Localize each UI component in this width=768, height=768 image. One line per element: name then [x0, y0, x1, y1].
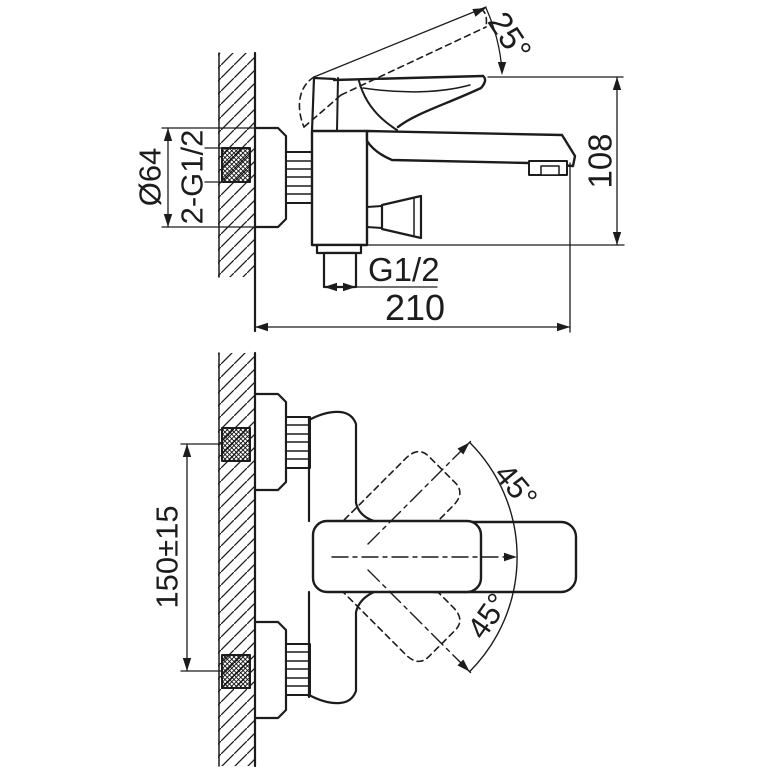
escutcheon-lower [253, 620, 288, 720]
dim-length: 210 [254, 162, 571, 333]
lever-handle-side [310, 74, 487, 133]
eccentric-connector-upper [285, 416, 311, 469]
wall-section-plan [218, 351, 257, 768]
swing-upper-label: 45° [488, 457, 545, 515]
length-label: 210 [385, 287, 445, 328]
lever-handle-raised-dashed [298, 8, 488, 128]
outlet-thread-label: G1/2 [368, 251, 440, 288]
plan-view: 45° 45° 150±15 [150, 351, 578, 768]
wall-section-side [218, 51, 257, 333]
height-label: 108 [582, 133, 619, 188]
eccentric-connector-lower [285, 643, 311, 696]
inlet-spacing-label: 150±15 [150, 505, 185, 608]
dim-inlet-spacing: 150±15 [150, 443, 223, 672]
inlet-housing-lower [307, 590, 376, 705]
handle-angle-label: 25° [481, 5, 539, 67]
inlet-thread-lower [221, 654, 251, 689]
dim-height: 108 [360, 76, 625, 246]
inlet-thread-upper [221, 427, 251, 462]
side-view: 25° Ø64 2-G1/2 108 G1/2 [133, 4, 625, 333]
centerlines [331, 438, 506, 676]
wall-thread-label: 2-G1/2 [175, 130, 210, 225]
inlet-housing-upper [307, 410, 376, 523]
dim-flange-diameter: Ø64 [133, 127, 256, 228]
aerator [528, 160, 568, 176]
swing-lower-label: 45° [460, 587, 516, 645]
escutcheon-upper [253, 392, 288, 492]
diverter-knob [366, 194, 423, 240]
escutcheon-side [253, 126, 288, 229]
eccentric-connector-side [285, 151, 313, 204]
faucet-body-side [310, 129, 369, 247]
dim-handle-angle: 25° [313, 4, 624, 78]
dim-outlet-thread: G1/2 [323, 251, 440, 292]
flange-diameter-label: Ø64 [133, 148, 168, 207]
shower-outlet-pipe [315, 243, 363, 289]
inlet-thread-block-side [204, 147, 251, 183]
spout-side [365, 129, 577, 168]
